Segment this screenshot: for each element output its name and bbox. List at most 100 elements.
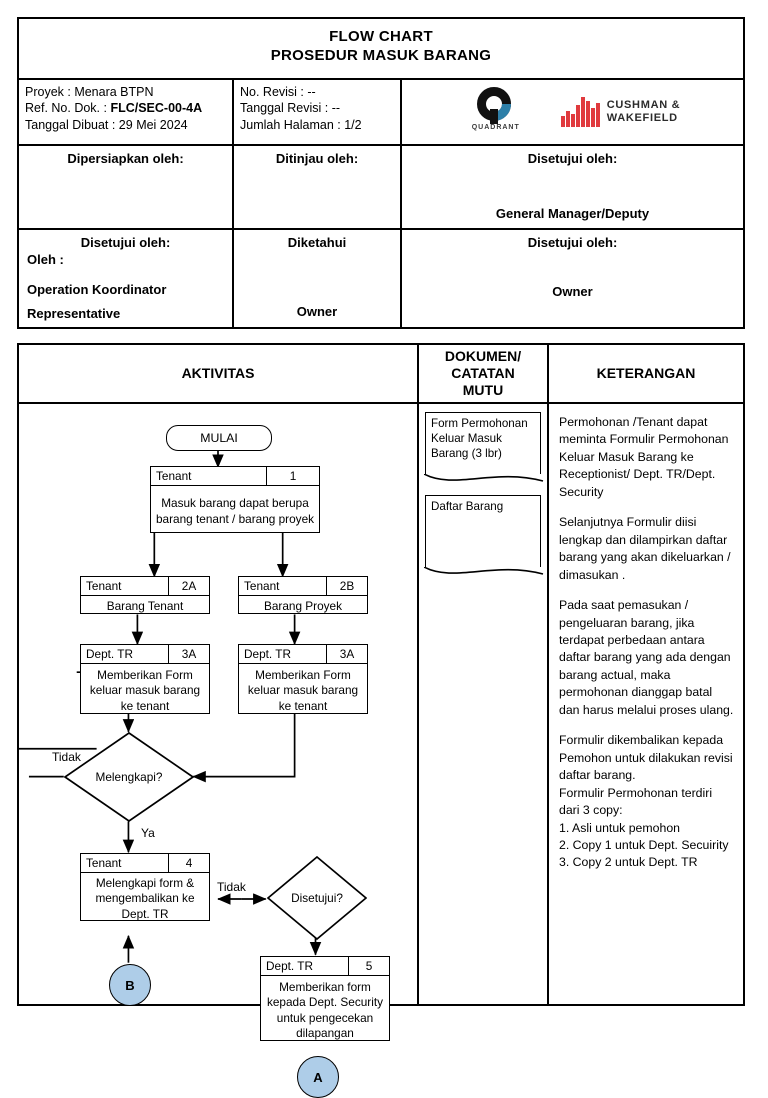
approved-by-name-2-line1: Operation Koordinator — [27, 281, 167, 297]
node-3a-right-header: Dept. TR 3A — [239, 645, 367, 664]
meta-left: Proyek : Menara BTPN Ref. No. Dok. : FLC… — [19, 80, 232, 139]
signature-row-2: Disetujui oleh: Oleh : Operation Koordin… — [19, 229, 743, 327]
meta-left-cell: Proyek : Menara BTPN Ref. No. Dok. : FLC… — [19, 79, 234, 144]
ref-value: FLC/SEC-00-4A — [110, 101, 203, 115]
known-by-name: Owner — [296, 303, 338, 319]
dokumen-column: Form Permohonan Keluar Masuk Barang (3 l… — [419, 404, 549, 1006]
node-2b-role: Tenant — [239, 577, 327, 595]
quadrant-blue-segment — [493, 103, 511, 121]
document-title: FLOW CHART PROSEDUR MASUK BARANG — [19, 19, 743, 80]
quadrant-tab-shape — [489, 108, 498, 124]
prepared-by-label: Dipersiapkan oleh: — [67, 150, 184, 166]
node-2b-number: 2B — [339, 579, 355, 593]
known-by-label: Diketahui — [287, 234, 347, 250]
ref-label: Ref. No. Dok. : — [25, 101, 111, 115]
node-2b-text: Barang Proyek — [263, 599, 343, 614]
reviewed-by-label: Ditinjau oleh: — [275, 150, 359, 166]
node-1-role: Tenant — [151, 467, 267, 485]
edge-label-tidak-disetujui: Tidak — [217, 880, 246, 894]
document-daftar-barang[interactable]: Daftar Barang — [424, 495, 544, 575]
aktivitas-column: MULAI Tenant 1 Masuk barang dapat berupa… — [19, 404, 419, 1098]
jumlah-halaman-field: Jumlah Halaman : 1/2 — [240, 117, 362, 132]
edge-label-ya-melengkapi: Ya — [141, 826, 155, 840]
node-5-text: Memberikan form kepada Dept. Security un… — [266, 979, 384, 1040]
signature-row-1: Dipersiapkan oleh: Ditinjau oleh: Disetu… — [19, 145, 743, 230]
meta-mid: No. Revisi : -- Tanggal Revisi : -- Juml… — [234, 80, 400, 139]
node-4-number: 4 — [185, 856, 193, 870]
flowchart-table: AKTIVITAS DOKUMEN/ CATATAN MUTU KETERANG… — [17, 343, 745, 1098]
approved-by-name-3: Owner — [552, 283, 593, 299]
node-2a-header: Tenant 2A — [81, 577, 209, 596]
node-5-role: Dept. TR — [261, 957, 349, 975]
node-4-role: Tenant — [81, 854, 169, 872]
decision-disetujui[interactable]: Disetujui? — [267, 856, 367, 940]
node-1-number: 1 — [289, 469, 297, 483]
keterangan-list-item-2: 2. Copy 1 untuk Dept. Secuirity — [559, 837, 729, 852]
approved-by-label: Disetujui oleh: — [527, 150, 618, 166]
keterangan-label: KETERANGAN — [596, 365, 696, 382]
approved-by-name-2-line2: Representative — [27, 305, 121, 321]
keterangan-paragraph-2: Selanjutnya Formulir diisi lengkap dan d… — [559, 515, 731, 582]
connector-b[interactable]: B — [109, 964, 151, 1006]
node-3a-left-role: Dept. TR — [81, 645, 169, 663]
document-form-permohonan[interactable]: Form Permohonan Keluar Masuk Barang (3 l… — [424, 412, 544, 482]
node-2a-role: Tenant — [81, 577, 169, 595]
node-4-melengkapi-form[interactable]: Tenant 4 Melengkapi form & mengembalikan… — [80, 853, 210, 921]
node-2a-number: 2A — [181, 579, 197, 593]
approved-by-cell-2: Disetujui oleh: Oleh : Operation Koordin… — [19, 229, 234, 327]
cushman-wakefield-logo-icon: CUSHMAN & WAKEFIELD — [560, 96, 681, 127]
node-start-mulai[interactable]: MULAI — [166, 425, 272, 451]
proyek-field: Proyek : Menara BTPN — [25, 84, 154, 99]
approved-by-cell: Disetujui oleh: General Manager/Deputy — [402, 146, 743, 228]
header-table: FLOW CHART PROSEDUR MASUK BARANG Proyek … — [17, 17, 745, 329]
dokumen-line-1: DOKUMEN/ — [444, 348, 522, 365]
decision-melengkapi-shape — [64, 732, 194, 822]
logo-cell: QUADRANT CUSHMAN & WAKEFIELD — [402, 80, 743, 144]
node-4-header: Tenant 4 — [81, 854, 209, 873]
oleh-label: Oleh : — [27, 251, 64, 267]
keterangan-paragraph-1: Permohonan /Tenant dapat meminta Formuli… — [559, 415, 729, 499]
document-page: FLOW CHART PROSEDUR MASUK BARANG Proyek … — [17, 17, 745, 1098]
flowchart-body-row: MULAI Tenant 1 Masuk barang dapat berupa… — [19, 404, 743, 1098]
node-4-text: Melengkapi form & mengembalikan ke Dept.… — [95, 876, 195, 921]
decision-melengkapi-label: Melengkapi? — [95, 770, 163, 784]
aktivitas-label: AKTIVITAS — [181, 365, 255, 382]
node-2b-barang-proyek[interactable]: Tenant 2B Barang Proyek — [238, 576, 368, 614]
keterangan-paragraph-5: Formulir Permohonan terdiri dari 3 copy: — [559, 785, 713, 818]
approved-by-label-2: Disetujui oleh: — [80, 234, 171, 250]
decision-disetujui-label: Disetujui? — [291, 891, 343, 905]
node-3a-left-header: Dept. TR 3A — [81, 645, 209, 664]
node-1-header: Tenant 1 — [151, 467, 319, 486]
document-wave-icon-2 — [424, 567, 544, 575]
node-3a-left-memberikan-form[interactable]: Dept. TR 3A Memberikan Form keluar masuk… — [80, 644, 210, 714]
node-start-label: MULAI — [200, 431, 238, 445]
decision-melengkapi[interactable]: Melengkapi? — [64, 732, 194, 822]
tanggal-dibuat-field: Tanggal Dibuat : 29 Mei 2024 — [25, 117, 188, 132]
node-1-masuk-barang[interactable]: Tenant 1 Masuk barang dapat berupa baran… — [150, 466, 320, 533]
keterangan-column: Permohonan /Tenant dapat meminta Formuli… — [549, 404, 743, 1006]
quadrant-wordmark: QUADRANT — [471, 123, 520, 131]
node-3a-right-number: 3A — [339, 647, 355, 661]
node-5-memberikan-form-security[interactable]: Dept. TR 5 Memberikan form kepada Dept. … — [260, 956, 390, 1041]
cushman-line-2: WAKEFIELD — [606, 111, 678, 124]
document-daftar-barang-text: Daftar Barang — [431, 500, 504, 513]
node-3a-right-memberikan-form[interactable]: Dept. TR 3A Memberikan Form keluar masuk… — [238, 644, 368, 714]
node-2a-barang-tenant[interactable]: Tenant 2A Barang Tenant — [80, 576, 210, 614]
dokumen-label: DOKUMEN/ CATATAN MUTU — [445, 348, 521, 398]
title-line-1: FLOW CHART — [329, 28, 433, 45]
node-3a-left-text: Memberikan Form keluar masuk barang ke t… — [89, 668, 201, 713]
known-by-cell: Diketahui Owner — [234, 229, 402, 327]
approved-by-label-3: Disetujui oleh: — [527, 234, 618, 250]
approved-by-cell-3: Disetujui oleh: Owner — [402, 230, 743, 327]
node-1-text: Masuk barang dapat berupa barang tenant … — [155, 496, 315, 526]
keterangan-list-item-3: 3. Copy 2 untuk Dept. TR — [559, 855, 698, 870]
node-5-number: 5 — [365, 959, 373, 973]
node-3a-left-number: 3A — [181, 647, 197, 661]
document-form-permohonan-text: Form Permohonan Keluar Masuk Barang (3 l… — [431, 417, 528, 460]
approved-by-name: General Manager/Deputy — [495, 205, 650, 221]
dokumen-line-3: MUTU — [462, 381, 504, 398]
meta-mid-cell: No. Revisi : -- Tanggal Revisi : -- Juml… — [234, 79, 402, 144]
node-5-header: Dept. TR 5 — [261, 957, 389, 976]
ref-no-dok-field: Ref. No. Dok. : FLC/SEC-00-4A — [25, 100, 226, 117]
connector-a[interactable]: A — [297, 1056, 339, 1098]
